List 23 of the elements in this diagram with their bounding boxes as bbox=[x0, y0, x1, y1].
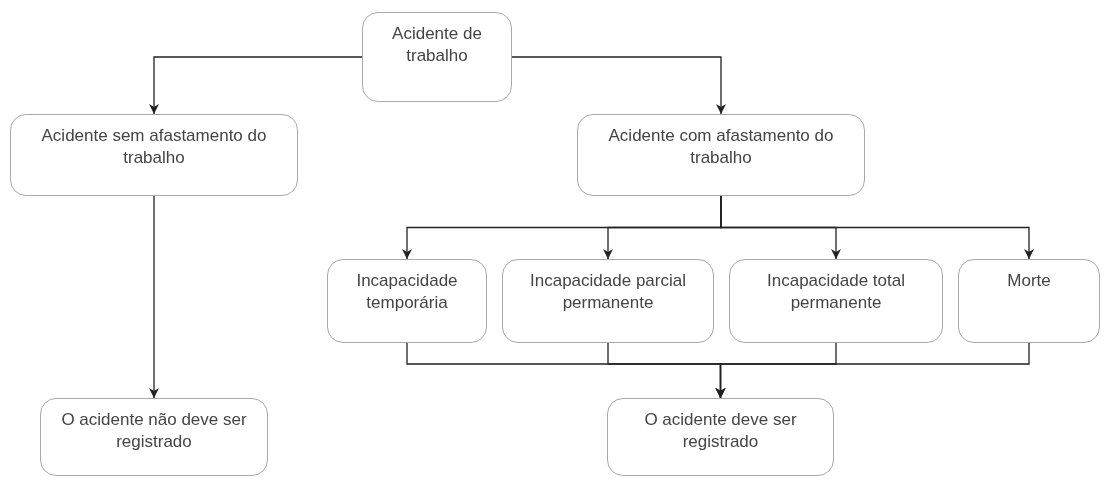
category-box bbox=[577, 114, 865, 196]
category-box bbox=[10, 114, 298, 196]
connector-arrow bbox=[511, 56, 726, 115]
consequence-box bbox=[327, 259, 487, 343]
node-label: Acidente sem afastamento do trabalho bbox=[40, 125, 268, 170]
consequence-box bbox=[729, 259, 943, 343]
connector-arrow bbox=[715, 342, 1030, 399]
consequence-box bbox=[502, 259, 714, 343]
outcome-box bbox=[40, 398, 268, 476]
connector-arrow bbox=[720, 195, 1034, 260]
outcome-box bbox=[607, 398, 834, 476]
connector-arrow bbox=[149, 195, 159, 399]
connector-arrow bbox=[149, 56, 363, 115]
node-label: Acidente com afastamento do trabalho bbox=[607, 125, 835, 170]
node-label: Incapacidade parcial permanente bbox=[529, 270, 687, 315]
node-label: Incapacidade temporária bbox=[355, 270, 459, 315]
node-label: Incapacidade total permanente bbox=[766, 270, 906, 315]
root-box bbox=[362, 12, 512, 102]
node-label: O acidente não deve ser registrado bbox=[60, 409, 248, 454]
node-label: O acidente deve ser registrado bbox=[643, 409, 798, 454]
node-label: Acidente de trabalho bbox=[391, 23, 483, 68]
consequence-box bbox=[958, 259, 1100, 343]
node-label: Morte bbox=[1007, 270, 1051, 292]
